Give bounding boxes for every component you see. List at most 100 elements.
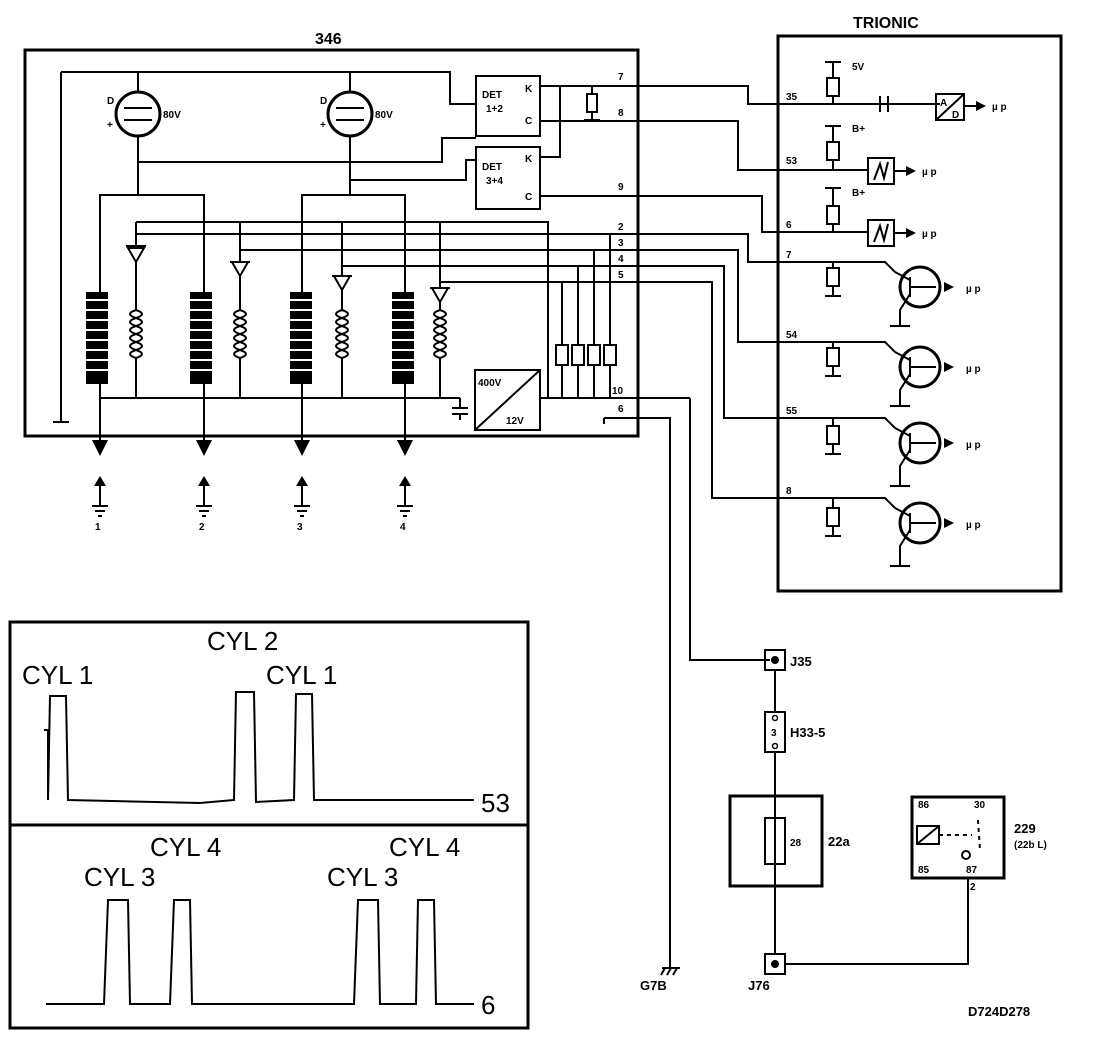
svg-text:1+2: 1+2	[486, 104, 503, 115]
voltage-converter: 400V 12V	[474, 369, 541, 431]
svg-text:CYL 1: CYL 1	[266, 660, 337, 690]
detector-3-4: DET 3+4 K C	[475, 146, 541, 210]
ecu-supply-b2: B+	[825, 187, 865, 232]
svg-text:K: K	[525, 154, 533, 165]
svg-text:CYL 4: CYL 4	[389, 832, 460, 862]
svg-text:B+: B+	[852, 124, 865, 135]
svg-text:8: 8	[786, 486, 792, 497]
svg-text:DET: DET	[482, 162, 502, 173]
svg-text:2: 2	[970, 882, 976, 893]
svg-text:4: 4	[400, 522, 406, 533]
svg-text:µ p: µ p	[992, 102, 1007, 113]
svg-text:229: 229	[1014, 821, 1036, 836]
svg-text:B+: B+	[852, 188, 865, 199]
svg-text:3: 3	[771, 728, 777, 739]
svg-text:µ p: µ p	[966, 520, 981, 531]
svg-text:CYL 2: CYL 2	[207, 626, 278, 656]
svg-text:6: 6	[786, 220, 792, 231]
ignition-module-label: 346	[315, 31, 342, 48]
svg-text:2: 2	[199, 522, 205, 533]
svg-text:3: 3	[297, 522, 303, 533]
svg-text:8: 8	[618, 108, 624, 119]
svg-text:28: 28	[790, 838, 802, 849]
coil-secondary-2	[233, 309, 247, 359]
coil-primary-3	[290, 292, 312, 384]
fuse-box-22a: 28 22a	[728, 794, 850, 888]
ecu-driver-transistors: µ p µ p µ p µ p	[825, 261, 981, 567]
svg-text:7: 7	[618, 72, 624, 83]
svg-text:3: 3	[618, 238, 624, 249]
svg-text:30: 30	[974, 800, 986, 811]
svg-text:A: A	[940, 98, 947, 109]
svg-text:35: 35	[786, 92, 798, 103]
resistor-bank	[555, 234, 617, 398]
coil-secondary-3	[335, 309, 349, 359]
svg-text:H33-5: H33-5	[790, 725, 825, 740]
svg-text:J35: J35	[790, 654, 812, 669]
svg-text:53: 53	[481, 788, 510, 818]
detector-1-2: DET 1+2 K C	[475, 75, 541, 137]
svg-text:D: D	[107, 96, 114, 107]
ground-g7b: G7B	[640, 967, 680, 993]
svg-text:86: 86	[918, 800, 930, 811]
figure-id: D724D278	[968, 1004, 1030, 1019]
svg-text:CYL 4: CYL 4	[150, 832, 221, 862]
svg-text:CYL 1: CYL 1	[22, 660, 93, 690]
svg-text:85: 85	[918, 865, 930, 876]
svg-text:1: 1	[95, 522, 101, 533]
svg-text:5V: 5V	[852, 62, 865, 73]
connector-h33-5: 3 H33-5	[764, 711, 825, 753]
svg-text:J76: J76	[748, 978, 770, 993]
ignition-module-frame	[23, 48, 640, 438]
svg-text:55: 55	[786, 406, 798, 417]
diode-2	[230, 261, 250, 279]
svg-text:10: 10	[612, 386, 624, 397]
svg-text:6: 6	[618, 404, 624, 415]
svg-text:CYL 3: CYL 3	[327, 862, 398, 892]
coil-secondary-1	[129, 309, 143, 359]
svg-text:µ p: µ p	[922, 167, 937, 178]
svg-text:12V: 12V	[506, 416, 524, 427]
svg-text:54: 54	[786, 330, 798, 341]
svg-text:C: C	[525, 192, 532, 203]
svg-text:80V: 80V	[163, 110, 181, 121]
svg-text:D: D	[320, 96, 327, 107]
connector-j76: J76	[748, 953, 786, 993]
svg-text:µ p: µ p	[966, 440, 981, 451]
diode-3	[332, 275, 352, 293]
svg-text:CYL 3: CYL 3	[84, 862, 155, 892]
svg-text:C: C	[525, 116, 532, 127]
diode-4	[430, 287, 450, 305]
svg-text:+: +	[320, 120, 326, 131]
svg-text:53: 53	[786, 156, 798, 167]
coil-secondary-4	[433, 309, 447, 359]
ecu-supply-5v: 5V	[825, 61, 865, 104]
svg-text:4: 4	[618, 254, 624, 265]
connector-j35: J35	[764, 649, 812, 671]
diode-1	[126, 245, 146, 265]
svg-text:2: 2	[618, 222, 624, 233]
svg-text:400V: 400V	[478, 378, 502, 389]
svg-text:(22b L): (22b L)	[1014, 840, 1047, 851]
svg-text:µ p: µ p	[966, 364, 981, 375]
svg-text:G7B: G7B	[640, 978, 667, 993]
ecu-supply-b1: B+	[825, 124, 865, 170]
relay-229: 86 30 85 87 2 229 (22b L)	[910, 795, 1047, 893]
svg-text:7: 7	[786, 250, 792, 261]
waveform-6: CYL 4 CYL 3 CYL 4 CYL 3 6	[46, 832, 495, 1020]
coil-primary-2	[190, 292, 212, 384]
svg-text:6: 6	[481, 990, 495, 1020]
trionic-frame	[776, 34, 1063, 593]
coil-primary-1	[86, 292, 108, 384]
svg-text:µ p: µ p	[966, 284, 981, 295]
svg-text:5: 5	[618, 270, 624, 281]
svg-text:22a: 22a	[828, 834, 850, 849]
svg-text:µ p: µ p	[922, 229, 937, 240]
waveform-53: CYL 1 CYL 2 CYL 1 53	[22, 626, 510, 818]
spark-gap-1: D + 80V	[107, 72, 181, 195]
spark-plug-outputs: 1 2 3 4	[92, 440, 413, 533]
svg-text:87: 87	[966, 865, 978, 876]
svg-text:80V: 80V	[375, 110, 393, 121]
coil-primary-4	[392, 292, 414, 384]
